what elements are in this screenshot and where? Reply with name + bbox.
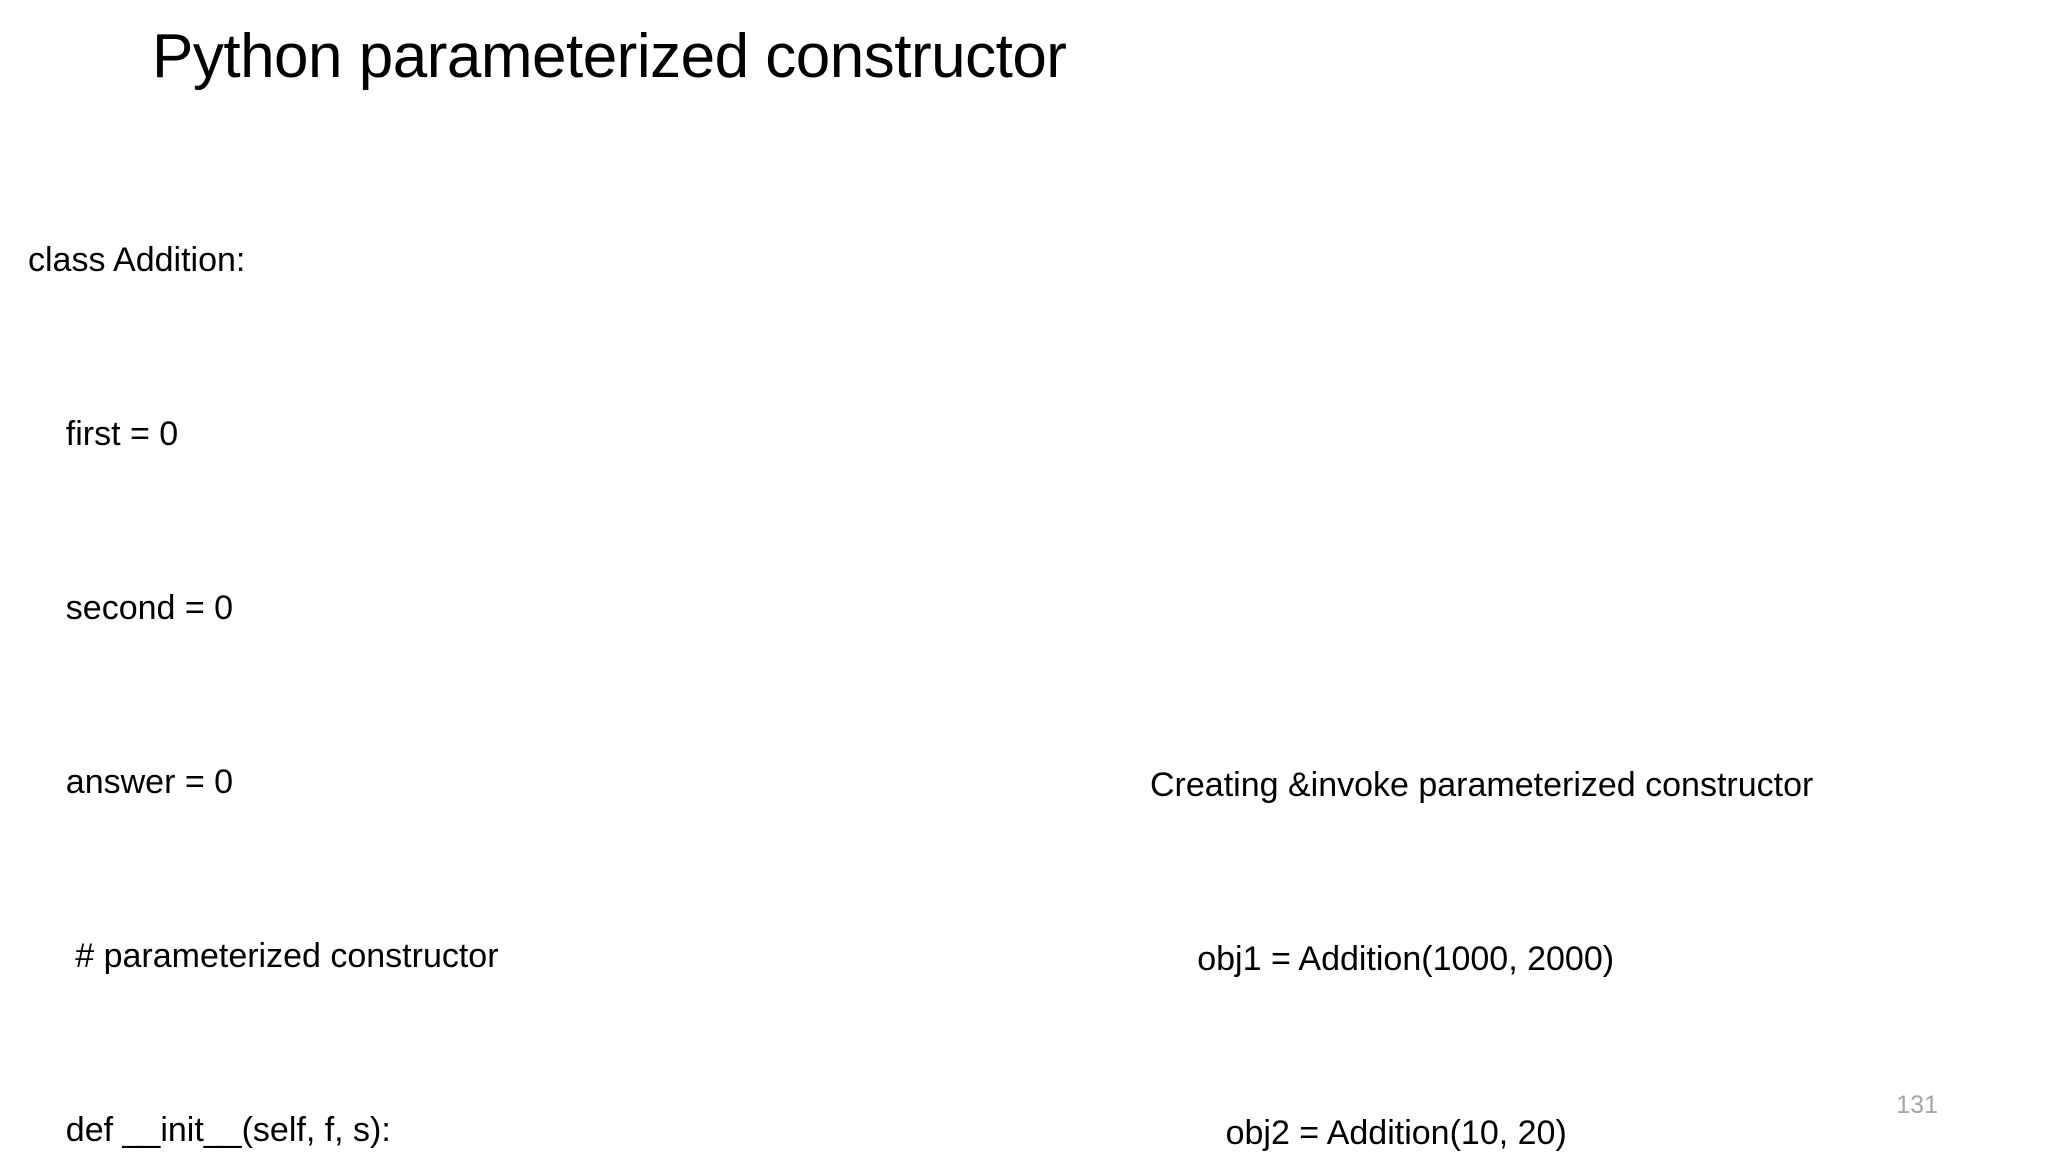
- code-line: Creating &invoke parameterized construct…: [1150, 766, 1814, 804]
- code-line: answer = 0: [28, 763, 234, 801]
- code-line: def __init__(self, f, s):: [28, 1111, 391, 1149]
- code-line: obj2 = Addition(10, 20): [1150, 1114, 1567, 1152]
- code-line: class Addition:: [28, 241, 246, 279]
- code-block-left: class Addition: first = 0 second = 0 ans…: [28, 115, 1148, 1152]
- code-block-right: Creating &invoke parameterized construct…: [1150, 640, 2030, 1152]
- page-number: 131: [1896, 1091, 1938, 1119]
- code-line: obj1 = Addition(1000, 2000): [1150, 940, 1615, 978]
- code-line: # parameterized constructor: [28, 937, 499, 975]
- page-title: Python parameterized constructor: [152, 22, 1067, 91]
- code-line: first = 0: [28, 415, 179, 453]
- code-line: second = 0: [28, 589, 234, 627]
